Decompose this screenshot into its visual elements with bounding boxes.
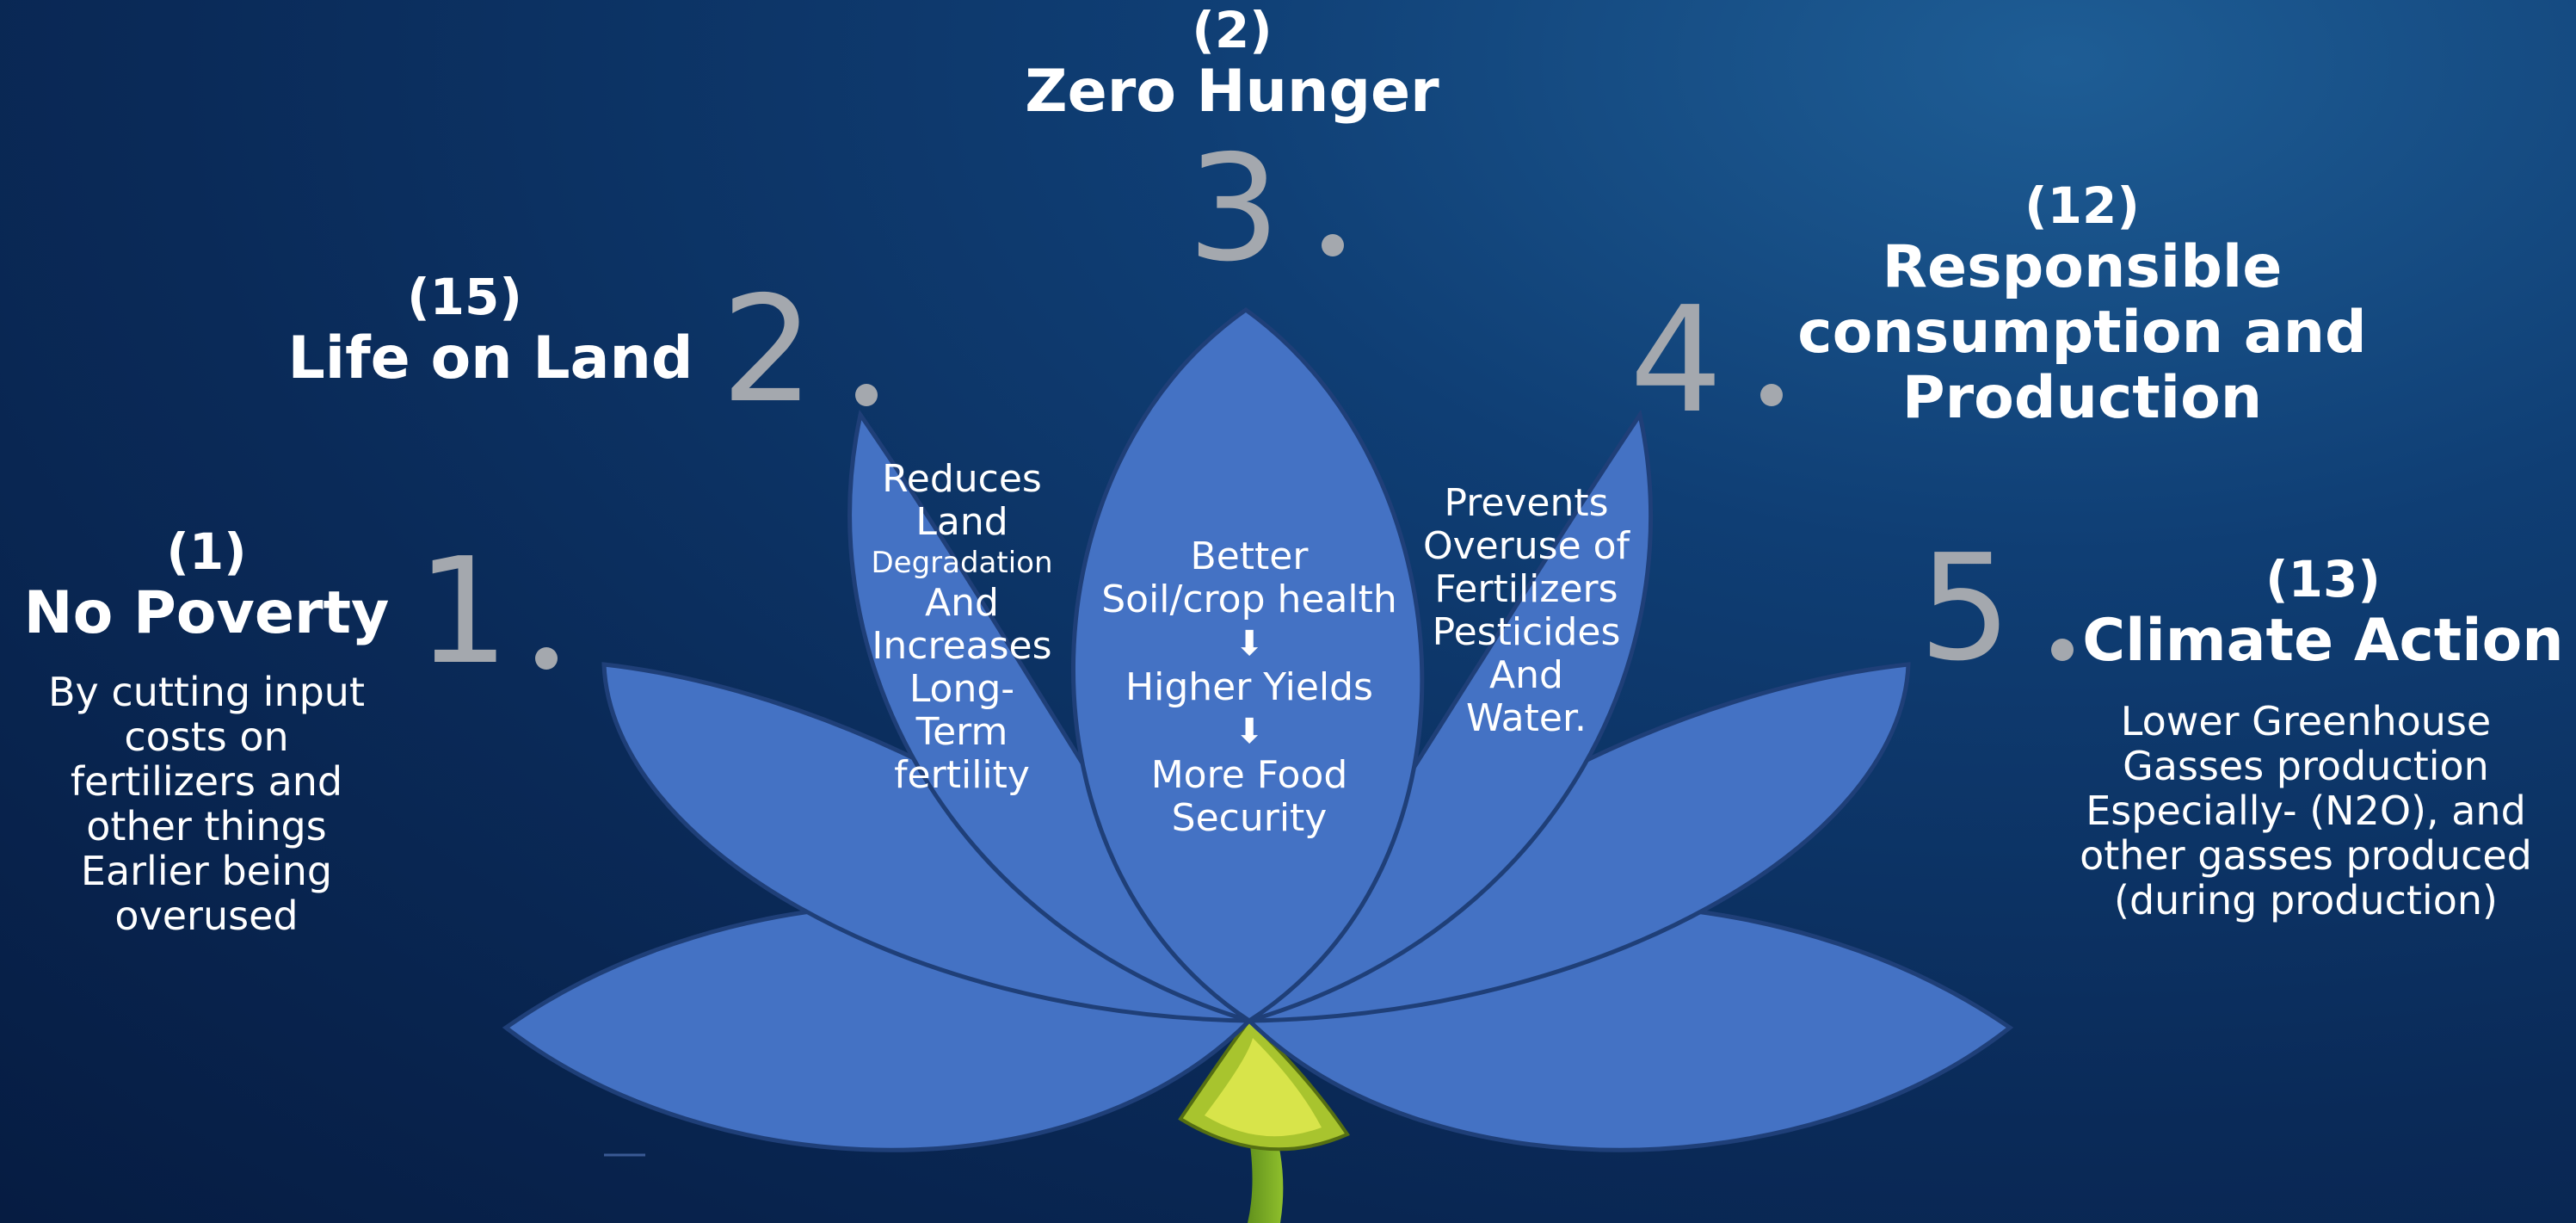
goal-no-poverty-description: By cutting input costs on fertilizers an… [17, 670, 396, 938]
petal-center-text: Better Soil/crop health ⬇ Higher Yields … [1060, 535, 1439, 840]
arrow-down-icon: ⬇ [1235, 624, 1264, 664]
goal-title: Climate Action [2082, 606, 2564, 675]
petal-text-line: Term [915, 710, 1008, 754]
goal-code: (1) [166, 522, 247, 581]
goal-code: (2) [1192, 1, 1273, 59]
step-number-1: 1 [416, 527, 510, 697]
description-line: Gasses production [2123, 743, 2489, 789]
step-dot [2051, 639, 2074, 661]
description-line: fertilizers and [70, 758, 343, 805]
step-number-2: 2 [721, 265, 815, 435]
petal-text-line: Prevents [1444, 481, 1609, 525]
description-line: By cutting input [48, 669, 365, 715]
goal-title-line: Production [1901, 363, 2263, 432]
goal-no-poverty: (1) No Poverty [9, 523, 404, 646]
goal-title-line: consumption and [1797, 298, 2367, 367]
petal-text-line: And [925, 581, 999, 625]
sepal-leaf-highlight [1205, 1038, 1322, 1137]
goal-zero-hunger: (2) Zero Hunger [991, 2, 1473, 125]
petal-text-line: Long- [909, 667, 1015, 711]
petal-text-line: Higher Yields [1125, 665, 1373, 709]
goal-title-line: Responsible [1882, 232, 2283, 301]
petal-text-line: Soil/crop health [1101, 578, 1397, 621]
description-line: overused [114, 893, 299, 939]
petal-center [1071, 306, 1425, 1023]
petal-left-text: Reduces Land Degradation And Increases L… [833, 458, 1091, 797]
goal-climate-action: (13) Climate Action [2082, 551, 2564, 674]
goal-climate-action-description: Lower Greenhouse Gasses production Espec… [2048, 699, 2564, 923]
petal-text-line: More Food [1150, 753, 1348, 797]
description-line: other things [86, 803, 327, 849]
step-dot [855, 384, 878, 406]
goal-code: (13) [2265, 550, 2381, 608]
goal-code: (15) [407, 268, 522, 326]
petal-text-line: Water. [1465, 696, 1587, 740]
goal-title: Zero Hunger [1025, 57, 1439, 126]
description-line: (during production) [2114, 877, 2498, 923]
step-number-3: 3 [1187, 124, 1281, 294]
goal-life-on-land: (15) Life on Land [275, 269, 706, 392]
petal-text-line: Better [1190, 534, 1309, 578]
step-number-5: 5 [1919, 523, 2012, 694]
description-line: Especially- (N2O), and [2086, 788, 2526, 834]
petal-right-text: Prevents Overuse of Fertilizers Pesticid… [1397, 482, 1655, 740]
step-number-4: 4 [1630, 275, 1723, 446]
petal-text-line: Reduces [882, 457, 1042, 501]
step-dot [535, 647, 558, 670]
goal-code: (12) [2024, 176, 2140, 235]
description-line: costs on [124, 713, 289, 760]
petal-text-line: Pesticides [1432, 610, 1621, 654]
petal-text-line: Increases [872, 624, 1052, 668]
petal-text-line: And [1489, 653, 1563, 697]
petal-text-line: Fertilizers [1434, 567, 1618, 611]
arrow-down-icon: ⬇ [1235, 712, 1264, 751]
petal-text-line: Land [915, 500, 1008, 544]
description-line: Lower Greenhouse [2120, 698, 2492, 744]
goal-title: Life on Land [287, 324, 693, 392]
description-line: other gasses produced [2080, 832, 2532, 879]
description-line: Earlier being [80, 848, 333, 894]
goal-responsible-consumption: (12) Responsible consumption and Product… [1772, 177, 2392, 431]
step-dot [1760, 384, 1783, 406]
petal-text-line: fertility [894, 753, 1030, 797]
goal-title: No Poverty [23, 578, 390, 647]
petal-text-line: Security [1171, 796, 1328, 840]
petal-text-line: Overuse of [1422, 524, 1630, 568]
petal-text-line: Degradation [871, 546, 1053, 580]
step-dot [1322, 234, 1344, 256]
